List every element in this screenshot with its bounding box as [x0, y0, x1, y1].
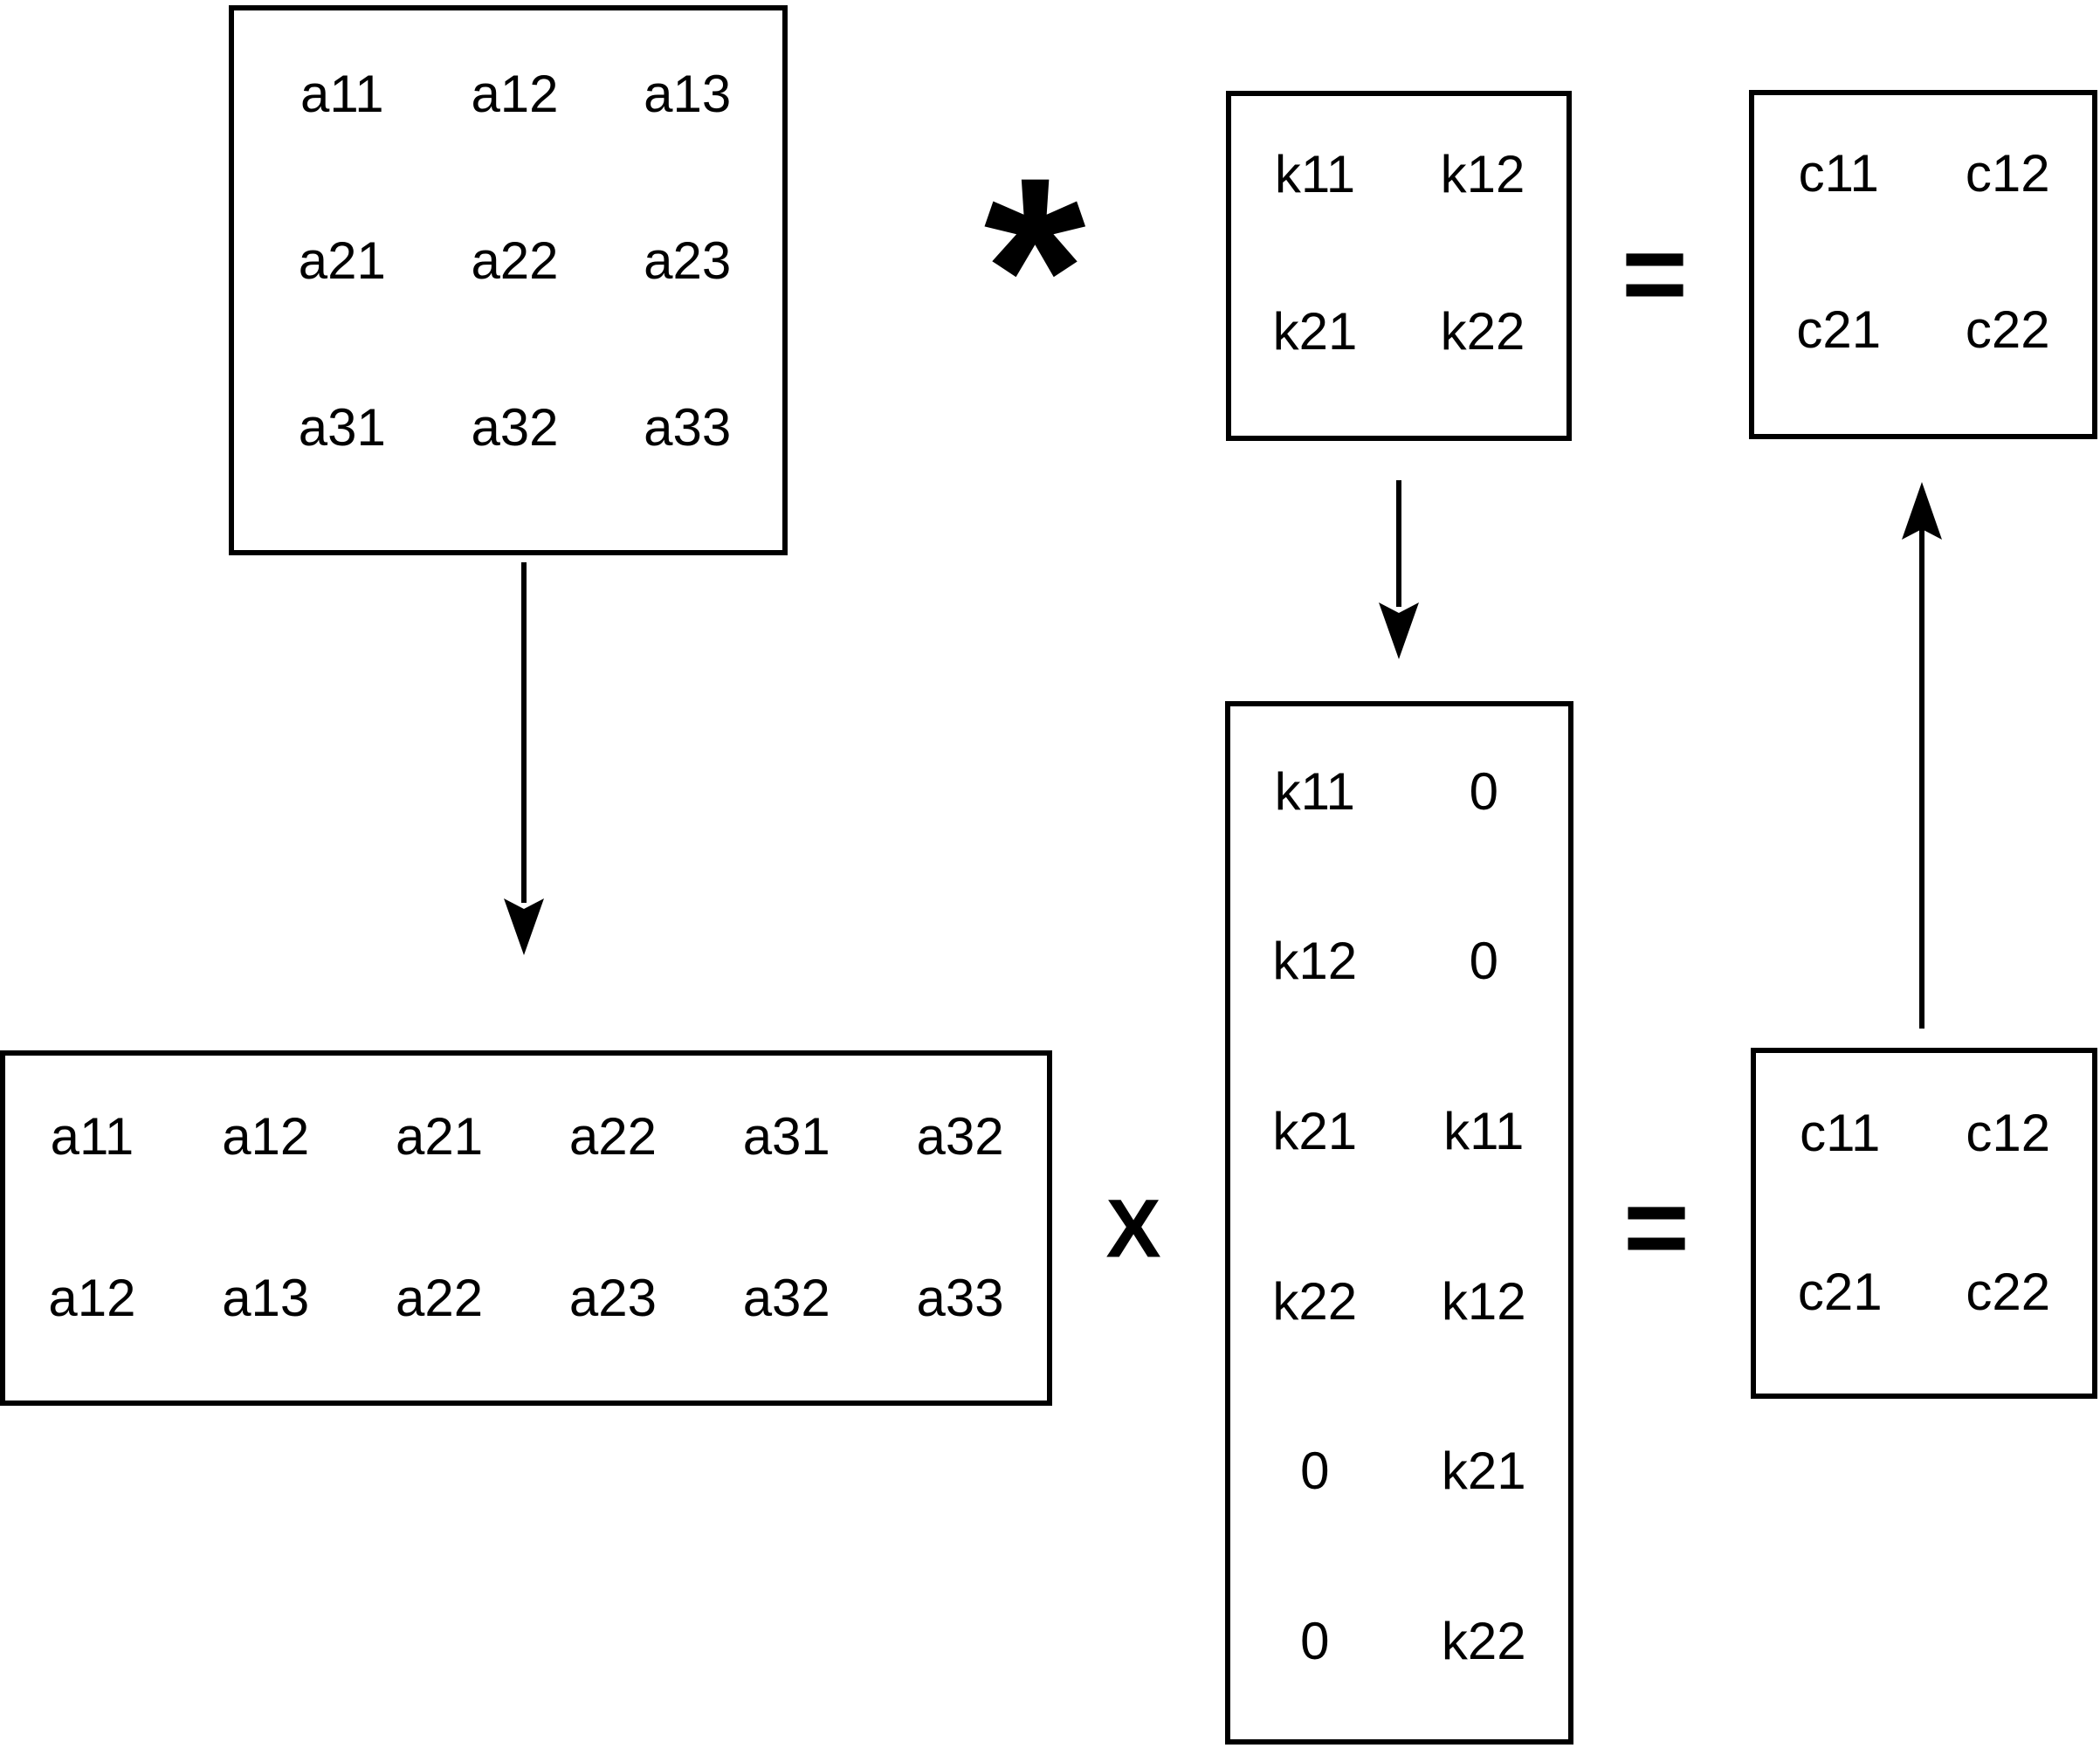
matrix-cell: 0: [1469, 932, 1498, 991]
input-matrix: a11 a12 a13 a21 a22 a23 a31 a32 a33: [229, 5, 788, 555]
matrix-cell: k12: [1441, 1271, 1526, 1331]
matrix-cell: k22: [1440, 301, 1525, 361]
matrix-cell: a22: [471, 231, 559, 290]
matrix-cell: k11: [1274, 761, 1355, 821]
matrix-cell: a23: [568, 1269, 657, 1327]
matrix-cell: 0: [1300, 1442, 1330, 1501]
matrix-cell: a12: [222, 1107, 310, 1166]
matrix-cell: a21: [396, 1107, 484, 1166]
kernel-matrix-grid: k11 k12 k21 k22: [1231, 96, 1566, 436]
matrix-cell: k21: [1272, 1102, 1358, 1161]
matrix-cell: k22: [1272, 1271, 1358, 1331]
kernel-expanded-matrix-grid: k11 0 k12 0 k21 k11 k22 k12 0 k21 0 k22: [1230, 706, 1568, 1739]
up-arrow-output-icon: [1902, 482, 1942, 1029]
equals-bottom-operator: =: [1591, 1137, 1722, 1294]
matrix-cell: a33: [916, 1269, 1004, 1327]
arrowhead: [1902, 482, 1942, 540]
output-matrix-bottom-grid: c11 c12 c21 c22: [1756, 1053, 2092, 1394]
matrix-cell: a13: [222, 1269, 310, 1327]
down-arrow-kernel-to-matrix-icon: [1379, 480, 1419, 659]
down-arrow-input-to-im2col-icon: [504, 562, 544, 955]
matrix-cell: c21: [1797, 1263, 1883, 1322]
equals-icon: =: [1621, 210, 1688, 337]
matrix-cell: 0: [1300, 1612, 1330, 1671]
im2col-matrix-grid: a11 a12 a21 a22 a31 a32 a12 a13 a22 a23 …: [5, 1056, 1047, 1401]
matrix-cell: a21: [298, 231, 386, 290]
im2col-matrix: a11 a12 a21 a22 a31 a32 a12 a13 a22 a23 …: [0, 1050, 1052, 1406]
output-matrix-top-grid: c11 c12 c21 c22: [1754, 95, 2092, 434]
arrowhead: [1379, 602, 1419, 659]
matrix-cell: k12: [1440, 145, 1525, 204]
arrow-shaft: [1919, 529, 1924, 1029]
matrix-cell: a12: [471, 65, 559, 123]
matrix-cell: c21: [1796, 300, 1882, 359]
matrix-cell: c11: [1800, 1103, 1881, 1162]
matrix-cell: a33: [644, 398, 732, 457]
matrix-cell: k11: [1443, 1102, 1525, 1161]
output-matrix-top: c11 c12 c21 c22: [1749, 90, 2097, 439]
arrow-shaft: [521, 562, 527, 903]
matrix-cell: a11: [300, 65, 384, 123]
matrix-cell: c12: [1965, 144, 2050, 203]
matrix-cell: a22: [568, 1107, 657, 1166]
matrix-cell: a13: [644, 65, 732, 123]
matrix-cell: c22: [1966, 1263, 2051, 1322]
kernel-matrix: k11 k12 k21 k22: [1226, 91, 1572, 441]
matrix-cell: 0: [1469, 761, 1498, 821]
matrix-cell: k22: [1441, 1612, 1526, 1671]
matrix-cell: c22: [1965, 300, 2050, 359]
matrix-cell: k21: [1441, 1442, 1526, 1501]
arrowhead: [504, 898, 544, 955]
matrix-cell: a23: [644, 231, 732, 290]
matrix-cell: c11: [1798, 144, 1879, 203]
matrix-cell: a11: [50, 1107, 134, 1166]
output-matrix-bottom: c11 c12 c21 c22: [1751, 1048, 2097, 1399]
matrix-cell: a31: [742, 1107, 830, 1166]
matrix-cell: k21: [1272, 301, 1358, 361]
convolution-operator: *: [965, 114, 1105, 400]
equals-top-operator: =: [1589, 183, 1720, 341]
matrix-cell: a12: [48, 1269, 136, 1327]
matrix-cell: a32: [916, 1107, 1004, 1166]
kernel-expanded-matrix: k11 0 k12 0 k21 k11 k22 k12 0 k21 0 k22: [1225, 701, 1573, 1745]
matrix-cell: a32: [471, 398, 559, 457]
input-matrix-grid: a11 a12 a13 a21 a22 a23 a31 a32 a33: [234, 10, 782, 550]
matrix-cell: a31: [298, 398, 386, 457]
arrow-shaft: [1396, 480, 1401, 607]
matrix-cell: c12: [1966, 1103, 2051, 1162]
matrix-cell: k11: [1274, 145, 1356, 204]
multiply-x-icon: X: [1105, 1182, 1161, 1276]
asterisk-icon: *: [983, 122, 1086, 416]
matrix-cell: a22: [396, 1269, 484, 1327]
matrix-cell: a32: [742, 1269, 830, 1327]
matmul-operator: X: [1065, 1144, 1201, 1301]
matrix-cell: k12: [1272, 932, 1358, 991]
equals-icon: =: [1623, 1163, 1690, 1290]
